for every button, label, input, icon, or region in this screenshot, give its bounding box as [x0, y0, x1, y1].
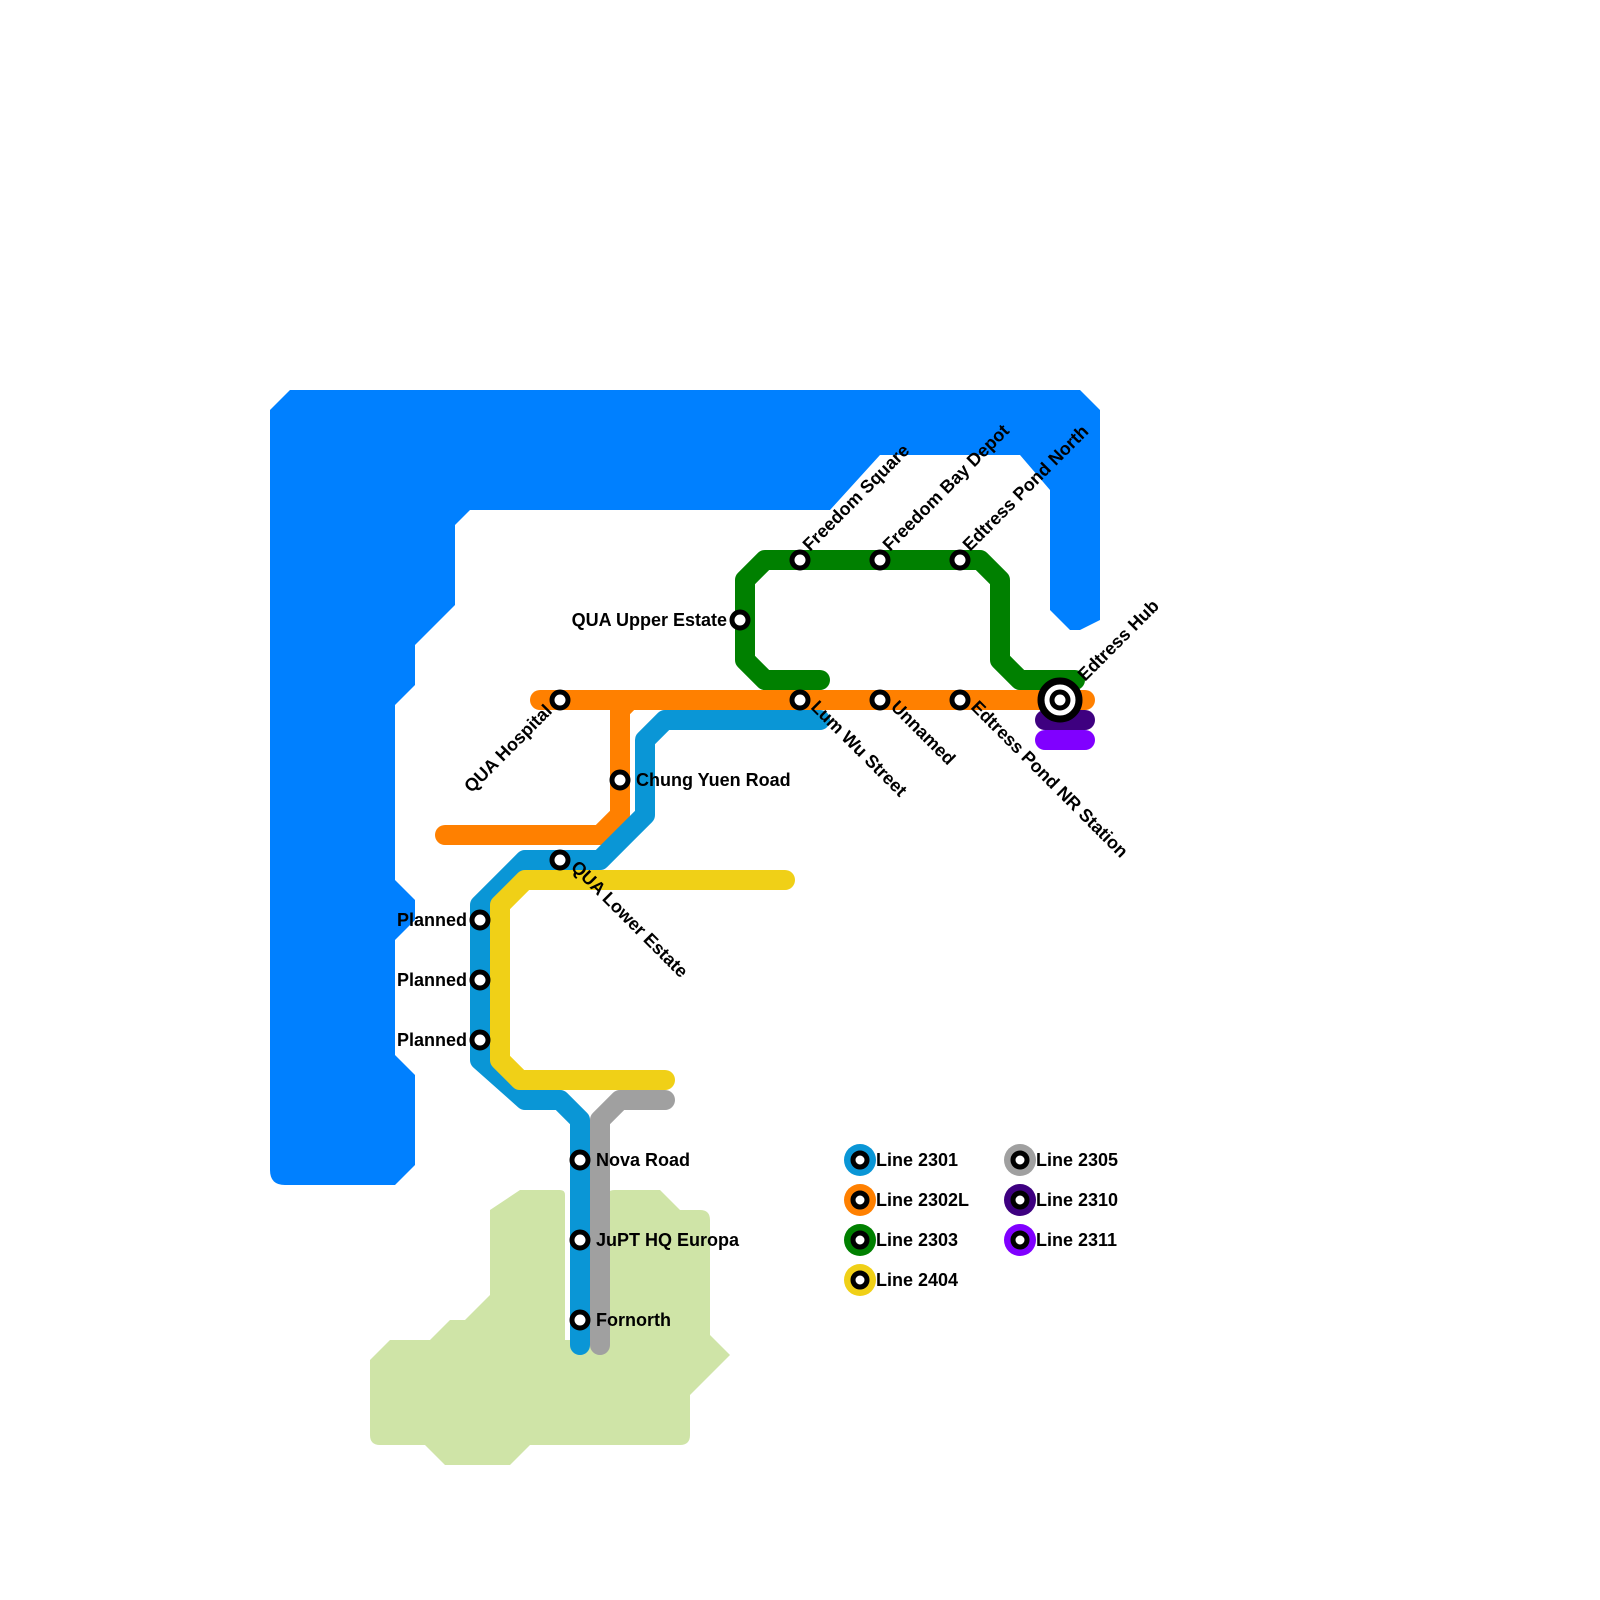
legend-station-icon [1010, 1150, 1030, 1170]
line-2301-path [470, 710, 830, 1355]
label-jupt-hq-europa: JuPT HQ Europa [596, 1230, 740, 1250]
legend-station-icon [850, 1190, 870, 1210]
line-2303-path [735, 550, 1085, 690]
station-qua-hospital[interactable] [549, 689, 571, 711]
legend-label: Line 2311 [1036, 1230, 1117, 1250]
legend-item-2311[interactable]: Line 2311 [1004, 1224, 1117, 1256]
park-area [370, 1190, 730, 1465]
station-planned-3[interactable] [469, 1029, 491, 1051]
legend-label: Line 2404 [876, 1270, 958, 1290]
label-qua-upper-estate: QUA Upper Estate [572, 610, 727, 630]
station-qua-lower-estate[interactable] [549, 849, 571, 871]
legend-station-icon [1010, 1190, 1030, 1210]
station-edtress-pond-north[interactable] [949, 549, 971, 571]
station-lum-wu-street[interactable] [789, 689, 811, 711]
station-nova-road[interactable] [569, 1149, 591, 1171]
legend-label: Line 2305 [1036, 1150, 1118, 1170]
station-planned-1[interactable] [469, 909, 491, 931]
station-chung-yuen-road[interactable] [609, 769, 631, 791]
station-freedom-bay-depot[interactable] [869, 549, 891, 571]
station-fornorth[interactable] [569, 1309, 591, 1331]
line-2404-path [490, 870, 795, 1090]
legend-item-2404[interactable]: Line 2404 [844, 1264, 958, 1296]
station-edtress-hub[interactable] [1037, 677, 1083, 723]
legend-item-2303[interactable]: Line 2303 [844, 1224, 958, 1256]
water-body [270, 390, 1100, 1185]
legend-station-icon [850, 1150, 870, 1170]
legend-station-icon [850, 1270, 870, 1290]
line-2305-path [590, 1090, 675, 1355]
legend-station-icon [850, 1230, 870, 1250]
line-2302l-branch [435, 690, 640, 845]
station-planned-2[interactable] [469, 969, 491, 991]
label-planned-2: Planned [397, 970, 467, 990]
label-qua-hospital: QUA Hospital [460, 701, 556, 797]
label-chung-yuen-road: Chung Yuen Road [636, 770, 791, 790]
legend-item-2302l[interactable]: Line 2302L [844, 1184, 969, 1216]
label-planned-1: Planned [397, 910, 467, 930]
legend-item-2305[interactable]: Line 2305 [1004, 1144, 1118, 1176]
legend-item-2310[interactable]: Line 2310 [1004, 1184, 1118, 1216]
interchange-inner-ring [1049, 689, 1071, 711]
legend-item-2301[interactable]: Line 2301 [844, 1144, 958, 1176]
legend-station-icon [1010, 1230, 1030, 1250]
legend: Line 2301 Line 2302L Line 2303 Line 2404… [844, 1144, 1118, 1296]
legend-label: Line 2302L [876, 1190, 969, 1210]
station-unnamed[interactable] [869, 689, 891, 711]
label-fornorth: Fornorth [596, 1310, 671, 1330]
legend-label: Line 2310 [1036, 1190, 1118, 1210]
station-jupt-hq-europa[interactable] [569, 1229, 591, 1251]
legend-label: Line 2301 [876, 1150, 958, 1170]
station-freedom-square[interactable] [789, 549, 811, 571]
station-edtress-pond-nr[interactable] [949, 689, 971, 711]
label-nova-road: Nova Road [596, 1150, 690, 1170]
label-planned-3: Planned [397, 1030, 467, 1050]
station-qua-upper-estate[interactable] [729, 609, 751, 631]
legend-label: Line 2303 [876, 1230, 958, 1250]
